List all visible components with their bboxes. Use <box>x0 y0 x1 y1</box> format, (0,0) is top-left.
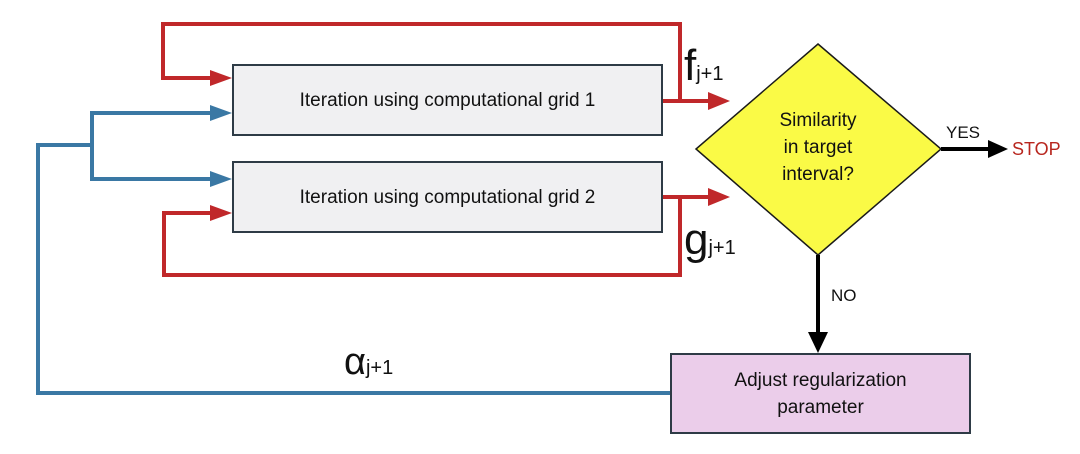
g-subscript: j+1 <box>708 237 736 259</box>
adjust-box: Adjust regularization parameter <box>670 353 971 434</box>
decision-line-2: in target <box>783 137 853 158</box>
adjust-line-2: parameter <box>777 396 864 418</box>
adjust-line-1: Adjust regularization <box>734 369 907 391</box>
grid2-feedback-arrowhead <box>210 205 232 221</box>
grid1-feedback-loop <box>161 22 730 110</box>
f-label: fj+1 <box>684 44 723 88</box>
alpha-label: αj+1 <box>344 340 393 384</box>
alpha-split-line <box>90 111 212 181</box>
grid2-box: Iteration using computational grid 2 <box>232 161 663 233</box>
alpha-return-line <box>36 143 670 395</box>
no-arrowhead <box>808 332 828 353</box>
no-label: NO <box>831 286 857 305</box>
decision-line-3: interval? <box>782 164 854 185</box>
f-symbol: f <box>684 41 697 90</box>
grid1-label: Iteration using computational grid 1 <box>299 89 596 111</box>
g-output-arrowhead <box>708 188 730 206</box>
grid1-feedback-line <box>161 22 682 100</box>
stop-label: STOP <box>1012 139 1061 159</box>
alpha-grid1-arrowhead <box>210 105 232 121</box>
grid1-box: Iteration using computational grid 1 <box>232 64 663 136</box>
grid2-label: Iteration using computational grid 2 <box>299 186 596 208</box>
g-symbol: g <box>684 215 709 264</box>
alpha-feedback <box>36 105 670 395</box>
grid2-feedback-line <box>162 197 682 277</box>
alpha-subscript: j+1 <box>365 357 394 379</box>
decision-line-1: Similarity <box>779 110 857 131</box>
grid2-feedback-loop <box>162 188 730 277</box>
decision-label: Similarity in target interval? <box>740 107 896 188</box>
f-output-arrowhead <box>708 92 730 110</box>
alpha-symbol: α <box>344 341 366 383</box>
g-label: gj+1 <box>684 218 736 262</box>
grid1-feedback-arrowhead <box>210 70 232 86</box>
yes-label: YES <box>946 123 981 142</box>
alpha-grid2-arrowhead <box>210 171 232 187</box>
yes-arrowhead <box>988 140 1008 158</box>
f-subscript: j+1 <box>696 63 724 85</box>
